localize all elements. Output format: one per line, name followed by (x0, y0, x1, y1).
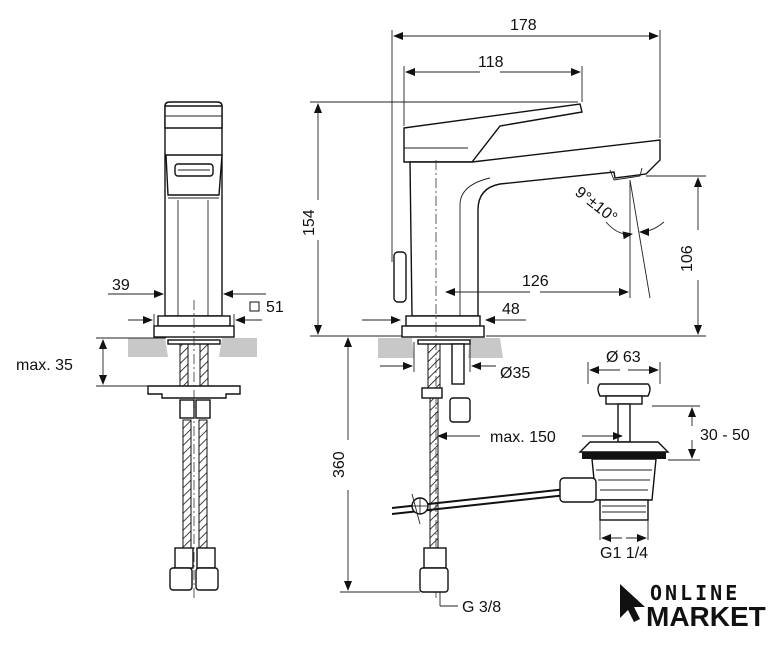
waste-side-outlet (559, 477, 597, 503)
hose-end-side (419, 567, 449, 593)
dim-spout-reach: 126 (522, 273, 549, 290)
stem-right (199, 339, 209, 391)
spout-body (409, 139, 661, 317)
hose-nut-side (423, 547, 447, 569)
dim-spout-height: 106 (679, 245, 696, 272)
connector-side (449, 397, 471, 423)
dim-pop-up-diameter: Ø 63 (606, 349, 641, 366)
stem-side-b (451, 343, 465, 385)
faucet-body-front (164, 101, 223, 317)
counter-right-a (378, 338, 414, 358)
stem-left (179, 339, 189, 391)
hose-end-a (169, 567, 193, 591)
side-knob (393, 251, 407, 303)
nut-side (421, 387, 443, 399)
dim-height-total: 154 (301, 209, 318, 236)
dim-hose-length: 360 (331, 451, 348, 478)
dim-lever-length: 118 (478, 54, 504, 71)
dim-angle: 9°±10° (572, 184, 621, 227)
hose-side (429, 397, 439, 549)
logo-line2: MARKET (646, 601, 766, 632)
hose-a (182, 419, 192, 549)
hose-nut-b (196, 547, 216, 569)
lever-side (403, 103, 583, 163)
waste-gasket (582, 452, 666, 459)
hose-b (198, 419, 208, 549)
pop-up-cap (597, 383, 651, 397)
counter-left-a (128, 338, 168, 357)
dim-max-rod: max. 150 (490, 429, 556, 446)
connector-b (195, 399, 211, 419)
square-symbol (249, 301, 260, 312)
logo-line1: ONLINE (650, 581, 740, 605)
cursor-icon (620, 584, 645, 622)
waste-tail (599, 499, 649, 521)
base-rosette-side (405, 315, 481, 327)
stem-side (427, 341, 441, 389)
counter-left-b (219, 338, 257, 357)
counter-right-b (468, 338, 503, 358)
dim-body-width: 39 (112, 277, 130, 294)
dim-hole-diameter: Ø35 (500, 365, 530, 382)
hose-end-b (195, 567, 219, 591)
pop-up-stem-top (605, 395, 643, 405)
dim-max-counter: max. 35 (16, 357, 73, 374)
waste-body (591, 458, 657, 501)
side-view: 178 118 154 106 9°±10° 126 48 (301, 17, 750, 616)
connector-a (179, 399, 195, 419)
waste-flange (578, 441, 670, 453)
front-view: 39 51 max. 35 (16, 101, 284, 598)
dim-pop-up-height: 30 - 50 (700, 427, 750, 444)
dim-base-square: 51 (266, 299, 284, 316)
base-plate-side (401, 325, 485, 338)
online-market-logo: ONLINE MARKET (620, 581, 766, 632)
lever-front (164, 105, 223, 129)
hose-nut-a (174, 547, 194, 569)
dim-supply-thread: G 3/8 (462, 599, 501, 616)
dim-width-total: 178 (510, 17, 537, 34)
dim-waste-thread: G1 1/4 (600, 545, 648, 562)
dim-base-offset: 48 (502, 301, 520, 318)
